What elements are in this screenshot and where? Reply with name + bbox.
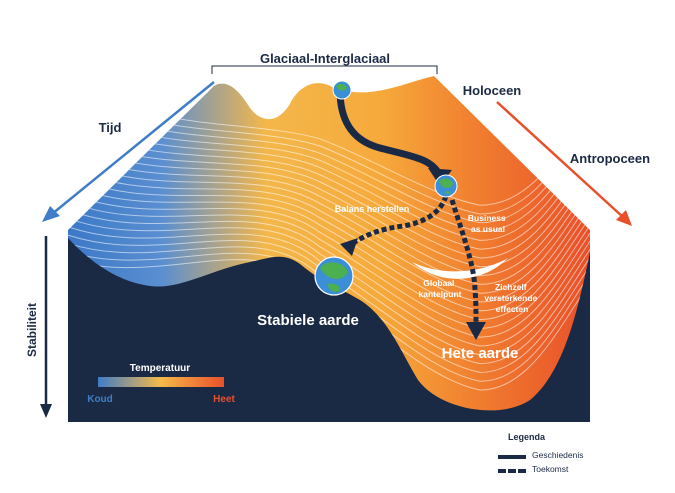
contour-line xyxy=(68,167,590,312)
stability-label: Stabiliteit xyxy=(25,303,39,357)
anthropocene-label: Antropoceen xyxy=(570,151,650,166)
contour-line xyxy=(68,111,590,250)
stable-earth-label: Stabiele aarde xyxy=(257,312,359,329)
balance-label: Balans herstellen xyxy=(335,204,410,214)
contour-line xyxy=(68,175,590,321)
contour-line xyxy=(68,151,590,294)
stability-arrowhead xyxy=(40,404,52,418)
contour-line xyxy=(68,215,590,365)
holocene-label: Holoceen xyxy=(463,83,522,98)
legend-dashed-line xyxy=(498,469,526,473)
anthropocene-arrow xyxy=(496,101,625,219)
glacial-bracket xyxy=(211,65,438,74)
contour-line xyxy=(68,191,590,338)
contour-line xyxy=(68,223,590,373)
self-reinforcing-label: Zichzelf versterkende effecten xyxy=(484,282,539,314)
glacial-interglacial-label: Glaciaal-Interglaciaal xyxy=(260,51,390,66)
temperature-title: Temperatuur xyxy=(130,363,190,374)
balance-arrowhead xyxy=(340,238,358,256)
legend-solid-line xyxy=(498,455,526,459)
temperature-hot-label: Heet xyxy=(213,394,235,405)
tipping-point-label: Globaal kantelpunt xyxy=(419,278,462,299)
temperature-landscape xyxy=(68,76,590,411)
time-label: Tijd xyxy=(99,120,122,135)
temperature-cold-label: Koud xyxy=(87,394,113,405)
contour-line xyxy=(68,135,590,277)
earth-icon-stable xyxy=(314,256,354,296)
legend-title: Legenda xyxy=(508,432,546,442)
legend-item-history: Geschiedenis xyxy=(498,450,658,462)
business-arrowhead xyxy=(466,322,486,340)
legend-item-future: Toekomst xyxy=(498,464,658,476)
contour-line xyxy=(68,183,590,329)
contour-line xyxy=(68,119,590,259)
contour-line xyxy=(68,103,590,241)
legend-future-label: Toekomst xyxy=(532,464,569,474)
time-arrow xyxy=(51,81,215,215)
legend: Legenda Geschiedenis Toekomst xyxy=(498,432,658,482)
hot-earth-label: Hete aarde xyxy=(442,345,519,362)
history-path xyxy=(336,86,444,180)
contour-line xyxy=(68,159,590,303)
earth-icon-holocene xyxy=(332,80,352,100)
future-path-business xyxy=(449,199,479,323)
contour-line xyxy=(68,207,590,356)
business-label: Business as usual xyxy=(468,213,508,234)
temperature-scale-bar xyxy=(98,377,224,387)
time-arrowhead xyxy=(42,206,60,222)
contour-line xyxy=(68,143,590,285)
contour-line xyxy=(68,199,590,347)
earth-icon-present xyxy=(434,174,458,198)
tipping-point-arc xyxy=(412,258,508,279)
legend-history-label: Geschiedenis xyxy=(532,450,584,460)
anthropocene-arrowhead xyxy=(616,210,632,226)
